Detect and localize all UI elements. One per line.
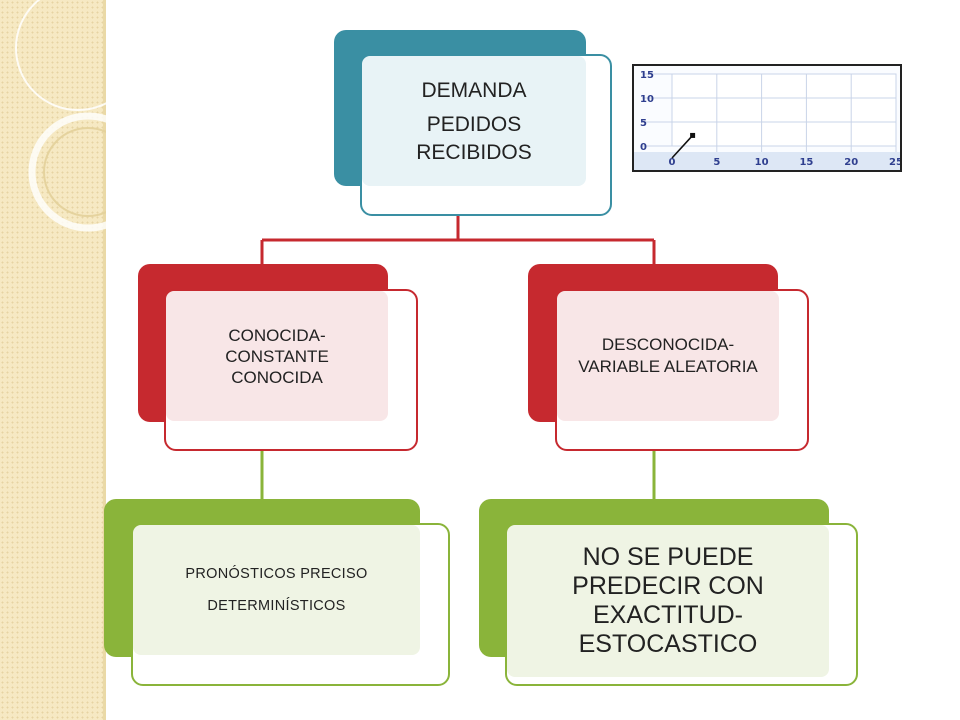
right-leaf-line-3: EXACTITUD- xyxy=(593,601,743,629)
left-branch-line-2: CONSTANTE xyxy=(225,346,329,366)
left-leaf-line-1: PRONÓSTICOS PRECISO xyxy=(185,566,368,582)
chart-x-tick-label: 10 xyxy=(755,157,769,168)
chart-y-tick-label: 5 xyxy=(640,118,647,129)
right-branch-line-2: VARIABLE ALEATORIA xyxy=(578,357,758,376)
chart-plot-area xyxy=(671,73,897,147)
left-leaf-line-2: DETERMINÍSTICOS xyxy=(207,598,346,614)
root-node-label: DEMANDA PEDIDOS RECIBIDOS xyxy=(362,56,586,186)
left-branch-line-3: CONOCIDA xyxy=(231,367,323,387)
chart-x-tick-label: 5 xyxy=(713,157,720,168)
chart-x-tick-label: 15 xyxy=(799,157,813,168)
left-leaf-label: PRONÓSTICOS PRECISO DETERMINÍSTICOS xyxy=(133,525,420,655)
right-leaf-label: NO SE PUEDE PREDECIR CON EXACTITUD- ESTO… xyxy=(507,525,829,677)
chart-x-tick-label: 0 xyxy=(669,157,676,168)
right-branch-label: DESCONOCIDA- VARIABLE ALEATORIA xyxy=(557,291,779,421)
chart-y-tick-label: 0 xyxy=(640,142,647,153)
right-leaf-line-1: NO SE PUEDE xyxy=(582,543,754,571)
right-leaf-line-4: ESTOCASTICO xyxy=(578,630,758,658)
chart-y-tick-label: 15 xyxy=(640,70,654,81)
root-line-2: PEDIDOS RECIBIDOS xyxy=(416,112,532,164)
decorative-side-strip xyxy=(0,0,106,720)
chart-x-axis-band xyxy=(634,152,900,170)
chart-plot: 0 5 10 15 20 25 15 10 5 0 xyxy=(634,70,900,170)
chart-thumbnail: 0 5 10 15 20 25 15 10 5 0 xyxy=(632,64,902,172)
decorative-circles xyxy=(15,0,106,232)
chart-x-tick-label: 20 xyxy=(844,157,858,168)
chart-x-tick-label: 25 xyxy=(889,157,900,168)
chart-series-line xyxy=(671,134,694,159)
left-branch-line-1: CONOCIDA- xyxy=(228,325,326,345)
right-leaf-line-2: PREDECIR CON xyxy=(572,572,764,600)
chart-series-point xyxy=(690,132,696,138)
right-branch-line-1: DESCONOCIDA- xyxy=(601,335,735,354)
chart-y-tick-label: 10 xyxy=(640,94,654,105)
root-line-1: DEMANDA xyxy=(421,78,527,102)
left-branch-label: CONOCIDA- CONSTANTE CONOCIDA xyxy=(166,291,388,421)
